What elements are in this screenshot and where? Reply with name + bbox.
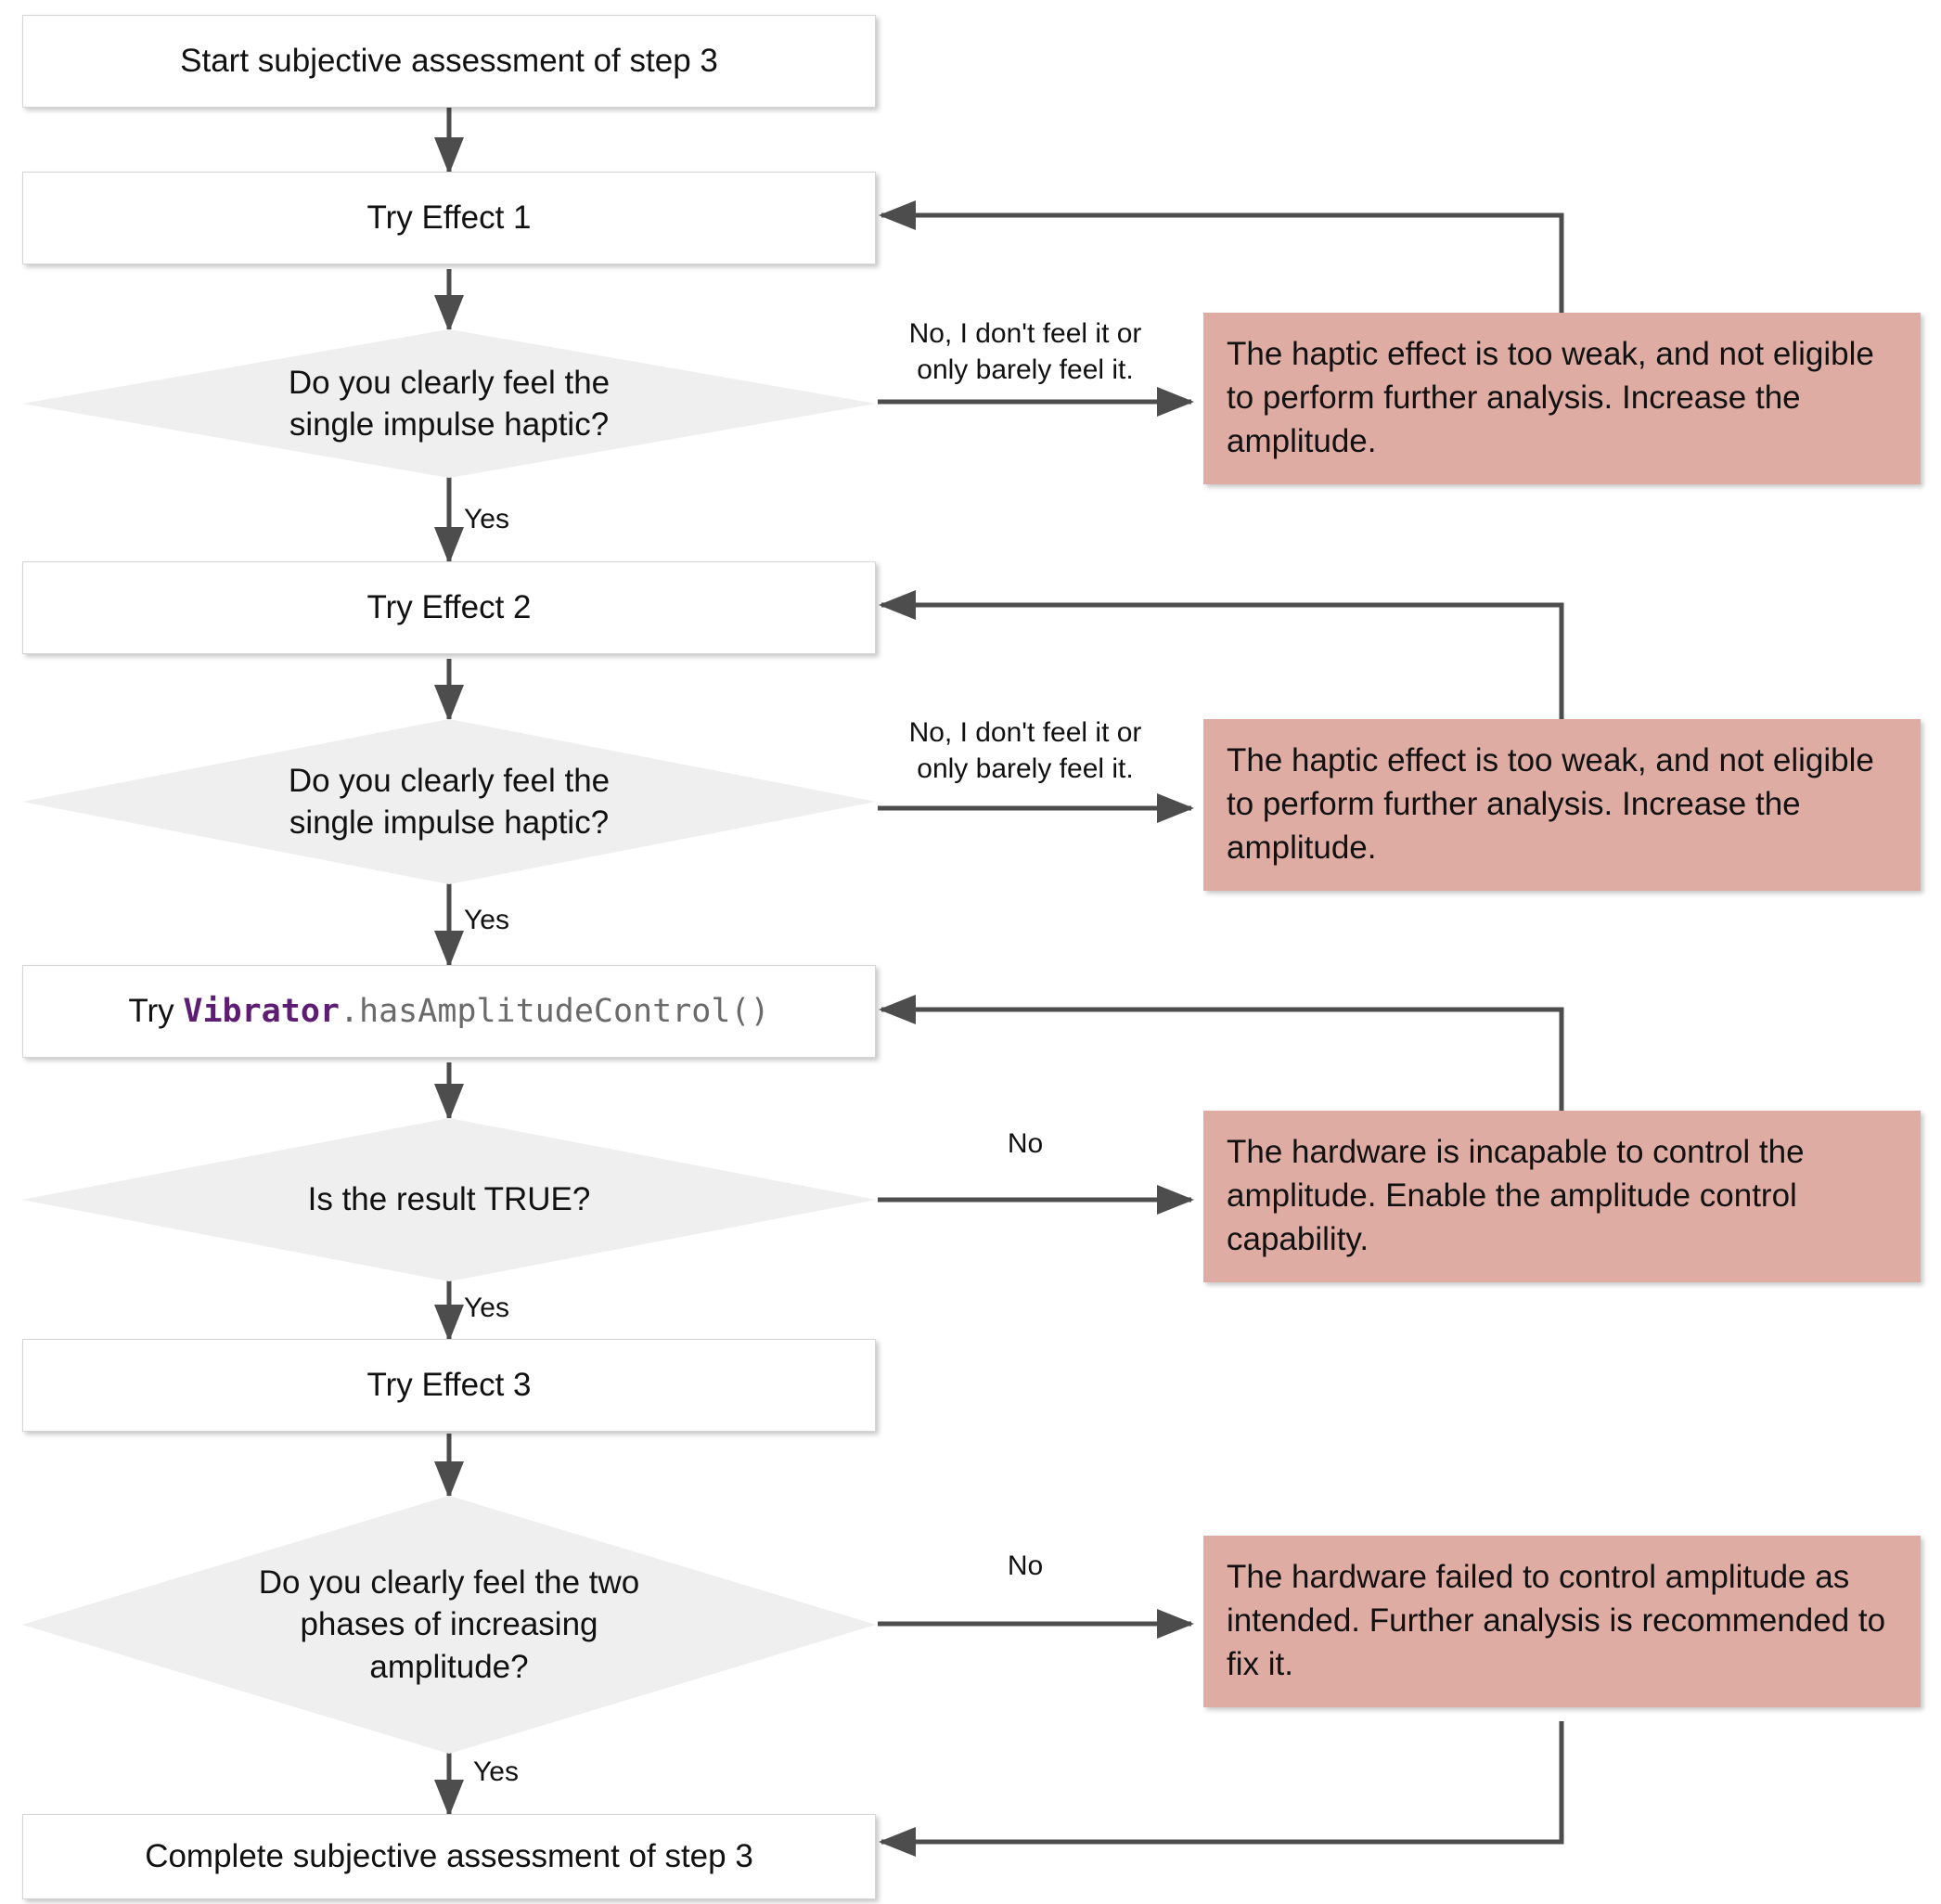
- edge-message3-feedback: [879, 995, 1564, 1111]
- node-decision-feel-single-impulse-1[interactable]: Do you clearly feel the single impulse h…: [22, 329, 876, 478]
- edge-label-decision3-no: No: [1007, 1128, 1044, 1159]
- node-try-effect-2-label: Try Effect 2: [366, 589, 532, 626]
- code-class-name: Vibrator: [183, 992, 340, 1030]
- node-message-4-label: The hardware failed to control amplitude…: [1227, 1559, 1886, 1682]
- node-start-label: Start subjective assessment of step 3: [180, 43, 718, 80]
- code-prefix: Try: [128, 992, 184, 1029]
- node-decision-result-true[interactable]: Is the result TRUE?: [22, 1118, 876, 1281]
- code-method-name: .hasAmplitudeControl(): [339, 992, 770, 1030]
- node-message-3-label: The hardware is incapable to control the…: [1227, 1134, 1805, 1257]
- edge-label-decision1-yes: Yes: [464, 504, 509, 534]
- node-try-effect-3[interactable]: Try Effect 3: [22, 1339, 876, 1432]
- node-message-haptic-too-weak-1[interactable]: The haptic effect is too weak, and not e…: [1203, 313, 1921, 484]
- node-try-effect-1[interactable]: Try Effect 1: [22, 172, 876, 264]
- node-try-effect-3-label: Try Effect 3: [366, 1367, 532, 1404]
- node-message-hardware-failed-control[interactable]: The hardware failed to control amplitude…: [1203, 1536, 1921, 1707]
- node-start[interactable]: Start subjective assessment of step 3: [22, 15, 876, 108]
- edge-label-decision3-yes: Yes: [464, 1293, 509, 1323]
- edge-label-decision4-yes: Yes: [473, 1756, 519, 1787]
- code-line: Try Vibrator.hasAmplitudeControl(): [128, 991, 769, 1033]
- edge-label-decision1-no: No, I don't feel it or only barely feel …: [908, 318, 1142, 385]
- node-decision-two-phases-increasing-amplitude[interactable]: Do you clearly feel the two phases of in…: [22, 1496, 876, 1754]
- edge-label-decision4-no: No: [1007, 1550, 1044, 1581]
- node-message-2-label: The haptic effect is too weak, and not e…: [1227, 742, 1874, 866]
- node-decision-2-label: Do you clearly feel the single impulse h…: [288, 762, 611, 842]
- node-decision-1-label: Do you clearly feel the single impulse h…: [288, 364, 611, 444]
- edge-label-decision2-no: No, I don't feel it or only barely feel …: [908, 717, 1142, 784]
- node-complete[interactable]: Complete subjective assessment of step 3: [22, 1814, 876, 1899]
- edge-label-decision2-yes: Yes: [464, 905, 509, 935]
- node-decision-feel-single-impulse-2[interactable]: Do you clearly feel the single impulse h…: [22, 719, 876, 884]
- node-try-has-amplitude-control[interactable]: Try Vibrator.hasAmplitudeControl(): [22, 965, 876, 1058]
- node-complete-label: Complete subjective assessment of step 3: [145, 1838, 753, 1875]
- edge-message2-feedback: [879, 590, 1564, 719]
- node-message-hardware-incapable[interactable]: The hardware is incapable to control the…: [1203, 1111, 1921, 1282]
- node-message-1-label: The haptic effect is too weak, and not e…: [1227, 336, 1874, 459]
- edge-message4-feedback: [879, 1721, 1564, 1858]
- edge-message1-feedback: [879, 200, 1564, 313]
- node-try-effect-1-label: Try Effect 1: [366, 199, 532, 237]
- node-message-haptic-too-weak-2[interactable]: The haptic effect is too weak, and not e…: [1203, 719, 1921, 891]
- node-decision-4-label: Do you clearly feel the two phases of in…: [258, 1563, 640, 1685]
- node-try-effect-2[interactable]: Try Effect 2: [22, 561, 876, 654]
- node-decision-3-label: Is the result TRUE?: [307, 1181, 591, 1218]
